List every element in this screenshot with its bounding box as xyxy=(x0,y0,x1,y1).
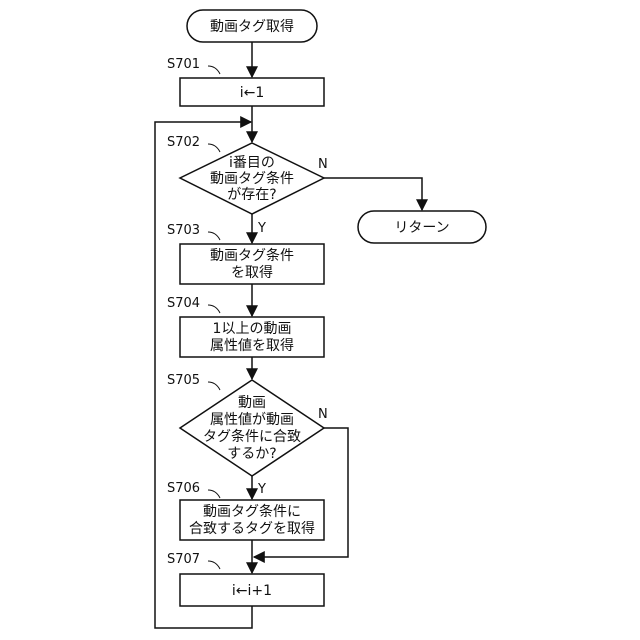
s702-yes-label: Y xyxy=(257,221,266,236)
return-terminal: リターン xyxy=(358,211,486,243)
s702-line-2: 動画タグ条件 xyxy=(210,170,294,187)
start-terminal: 動画タグ取得 xyxy=(187,10,317,42)
s705-no-label: N xyxy=(318,407,328,422)
arrow-s702-return xyxy=(324,178,422,210)
s702-line-1: i番目の xyxy=(229,155,275,171)
s705-yes-label: Y xyxy=(257,482,266,497)
s704-line-2: 属性値を取得 xyxy=(210,337,294,354)
s702-line-3: が存在? xyxy=(227,187,276,203)
return-label: リターン xyxy=(394,220,449,236)
s703-line-1: 動画タグ条件 xyxy=(210,247,294,264)
s705-line-4: するか? xyxy=(227,446,276,462)
s703-step-label: S703 xyxy=(167,223,200,238)
start-label: 動画タグ取得 xyxy=(210,18,294,35)
s705-line-1: 動画 xyxy=(238,395,266,411)
s702-step-label: S702 xyxy=(167,135,200,150)
s707-step-label: S707 xyxy=(167,552,200,567)
s705-line-2: 属性値が動画 xyxy=(210,412,294,428)
s703-line-2: を取得 xyxy=(231,264,273,281)
s707-text: i←i+1 xyxy=(232,583,272,599)
s704-step-label: S704 xyxy=(167,296,200,311)
s705-step-label: S705 xyxy=(167,373,200,388)
s702-decision: i番目の 動画タグ条件 が存在? xyxy=(180,143,324,214)
s707-process: i←i+1 xyxy=(180,574,324,606)
s702-no-label: N xyxy=(318,157,328,172)
s703-process: 動画タグ条件 を取得 xyxy=(180,244,324,284)
s705-decision: 動画 属性値が動画 タグ条件に合致 するか? xyxy=(180,380,324,476)
s704-line-1: 1以上の動画 xyxy=(213,321,292,337)
s701-text: i←1 xyxy=(240,85,265,101)
s701-process: i←1 xyxy=(180,78,324,106)
s706-step-label: S706 xyxy=(167,481,200,496)
s701-step-label: S701 xyxy=(167,57,200,72)
s705-line-3: タグ条件に合致 xyxy=(203,428,301,445)
s706-line-2: 合致するタグを取得 xyxy=(189,520,315,537)
s704-process: 1以上の動画 属性値を取得 xyxy=(180,317,324,357)
s706-process: 動画タグ条件に 合致するタグを取得 xyxy=(180,500,324,540)
s706-line-1: 動画タグ条件に xyxy=(203,503,301,520)
